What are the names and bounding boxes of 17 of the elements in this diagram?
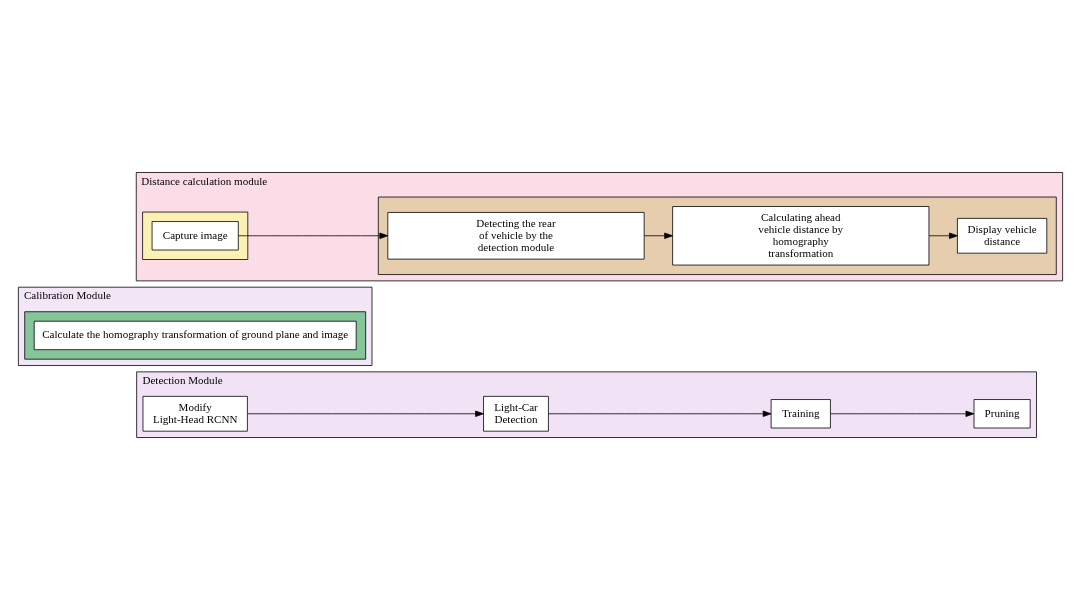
node-box: Calculate the homography transformation of ground plane and image xyxy=(33,320,357,351)
arrow xyxy=(548,410,772,417)
arrow xyxy=(928,232,958,239)
node-box: Training xyxy=(770,399,831,429)
node-box: Light-Car Detection xyxy=(483,395,549,432)
node-box: Detecting the rear of vehicle by the detection module xyxy=(387,212,645,260)
arrow xyxy=(830,410,975,417)
cluster xyxy=(142,211,249,260)
cluster xyxy=(24,311,367,360)
arrow xyxy=(237,232,389,239)
node-box: Display vehicle distance xyxy=(957,218,1048,254)
node-box: Calculating ahead vehicle distance by homography transformation xyxy=(672,206,930,266)
arrow xyxy=(247,410,484,417)
node-box: Modify Light-Head RCNN xyxy=(142,395,248,432)
node-box: Capture image xyxy=(151,221,239,251)
node-box: Pruning xyxy=(973,399,1031,429)
arrow xyxy=(643,232,673,239)
